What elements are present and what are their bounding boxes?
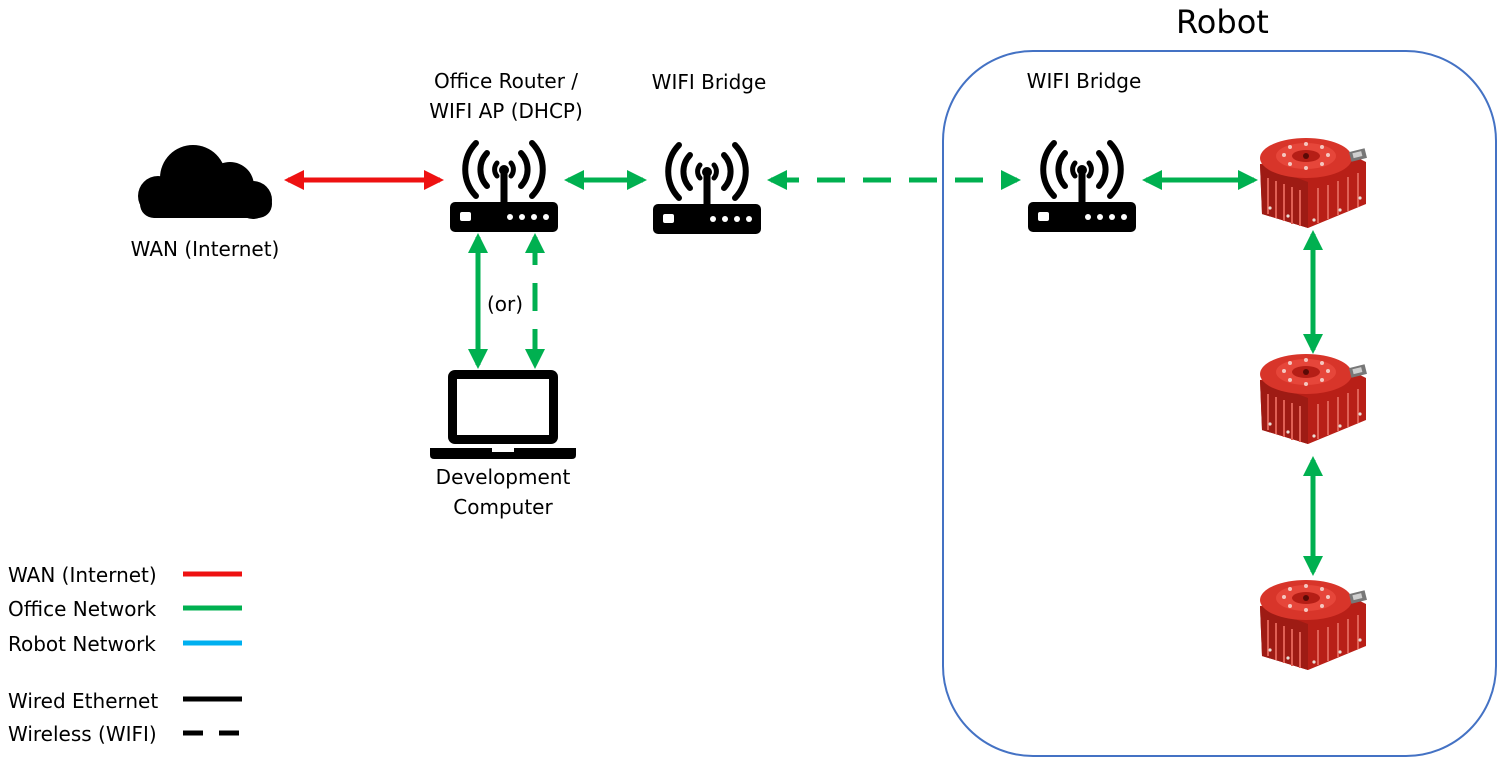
- legend-label-wireless: Wireless (WIFI): [8, 722, 157, 746]
- office-router-label-line1: Office Router /: [433, 69, 579, 93]
- dev-computer-label-line2: Computer: [453, 495, 553, 519]
- actuator-icon: [1259, 137, 1368, 229]
- actuator-icon: [1259, 353, 1368, 445]
- office-wifi-bridge-icon: [653, 145, 761, 234]
- office-bridge-label: WIFI Bridge: [651, 70, 767, 94]
- actuator-icon: [1259, 579, 1368, 671]
- wan-label: WAN (Internet): [130, 237, 280, 261]
- robot-group-title: Robot: [1176, 3, 1269, 41]
- dev-computer-label-line1: Development: [435, 465, 571, 489]
- legend-label-office: Office Network: [8, 597, 157, 621]
- or-label: (or): [486, 292, 524, 316]
- robot-group-frame: [942, 50, 1497, 757]
- robot-wifi-bridge-icon: [1028, 143, 1136, 232]
- legend-label-wan: WAN (Internet): [8, 563, 157, 587]
- cloud-icon: [138, 145, 272, 219]
- legend-label-wired: Wired Ethernet: [8, 689, 159, 713]
- robot-bridge-label: WIFI Bridge: [1026, 69, 1142, 93]
- legend-label-robot: Robot Network: [8, 632, 156, 656]
- laptop-icon: [430, 370, 576, 459]
- office-router-icon: [450, 143, 558, 232]
- office-router-label-line2: WIFI AP (DHCP): [429, 99, 583, 123]
